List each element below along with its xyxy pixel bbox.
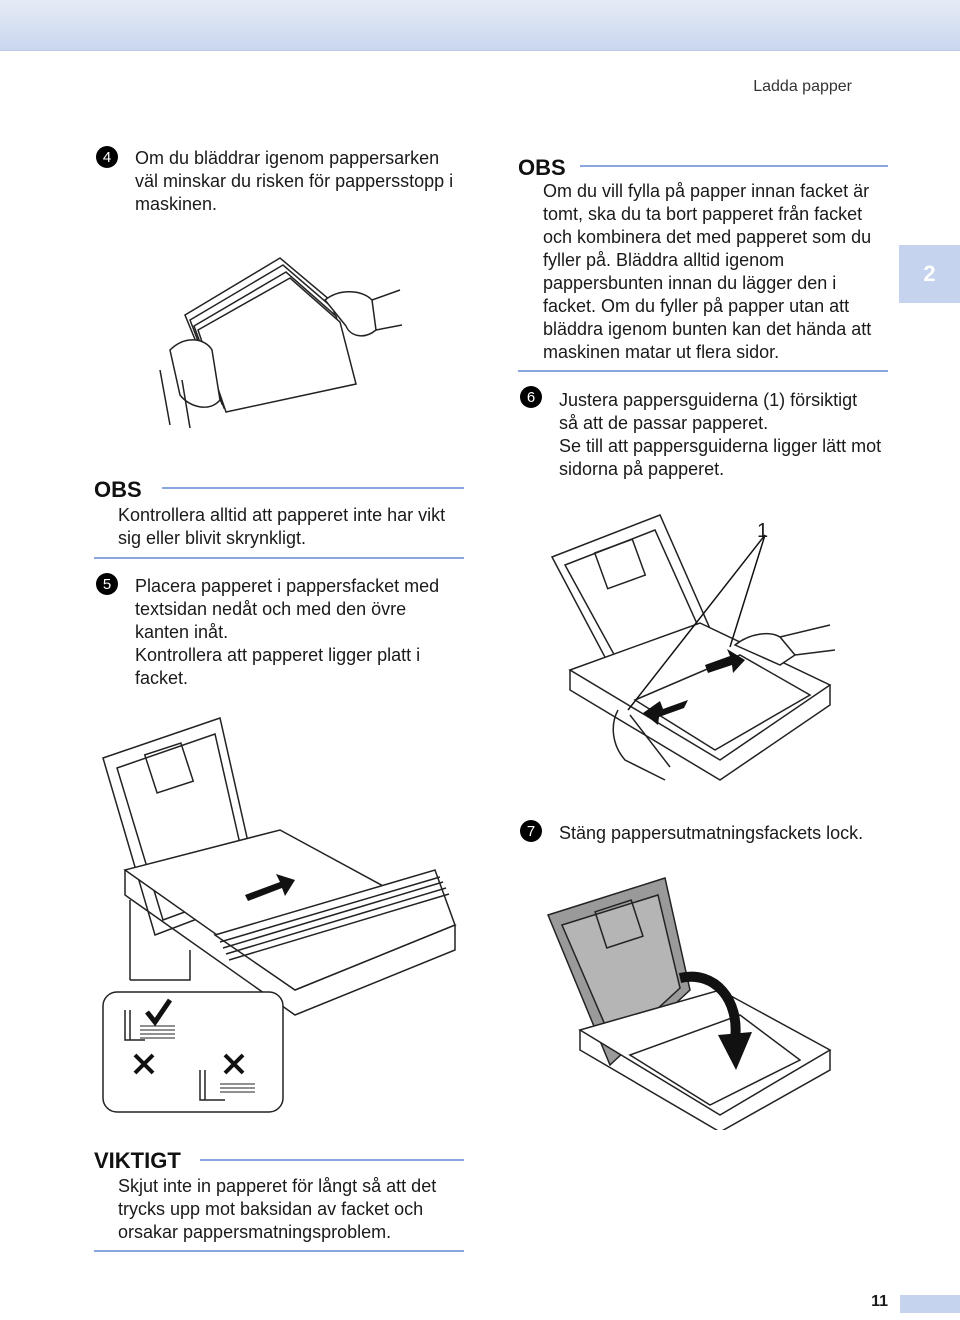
note-2-rule-top xyxy=(580,165,888,167)
fanning-paper-illustration xyxy=(159,257,403,429)
step-6-text: Justera pappersguiderna (1) försiktigt s… xyxy=(559,390,882,479)
guide-callout-1: 1 xyxy=(757,520,769,542)
running-header: Ladda papper xyxy=(753,78,852,95)
note-2-heading: OBS xyxy=(518,155,566,180)
note-1-heading: OBS xyxy=(94,477,142,502)
step-7-bullet: 7 xyxy=(520,820,542,842)
chapter-tab: 2 xyxy=(899,245,960,303)
step-6-bullet: 6 xyxy=(520,386,542,408)
note-2-text: Om du vill fylla på papper innan facket … xyxy=(543,181,872,362)
page-number: 11 xyxy=(871,1293,888,1310)
note-1-text: Kontrollera alltid att papperet inte har… xyxy=(118,505,446,548)
step-4-text: Om du bläddrar igenom pappersarken väl m… xyxy=(135,148,454,214)
step-5-text: Placera papperet i pappersfacket med tex… xyxy=(135,576,440,688)
important-rule-top xyxy=(200,1159,464,1161)
paper-guide-adjust-illustration xyxy=(550,514,836,781)
paper-tray-loading-illustration xyxy=(102,717,457,1113)
top-banner xyxy=(0,0,960,51)
close-output-tray-cover-illustration xyxy=(546,877,832,1130)
note-1-rule-bottom xyxy=(94,557,464,559)
footer-bar xyxy=(900,1295,960,1313)
step-4-bullet: 4 xyxy=(96,146,118,168)
important-text: Skjut inte in papperet för långt så att … xyxy=(118,1176,437,1242)
important-heading: VIKTIGT xyxy=(94,1148,181,1173)
step-7-text: Stäng pappersutmatningsfackets lock. xyxy=(559,823,864,843)
note-2-rule-bottom xyxy=(518,370,888,372)
important-rule-bottom xyxy=(94,1250,464,1252)
step-5-bullet: 5 xyxy=(96,573,118,595)
note-1-rule-top xyxy=(162,487,464,489)
